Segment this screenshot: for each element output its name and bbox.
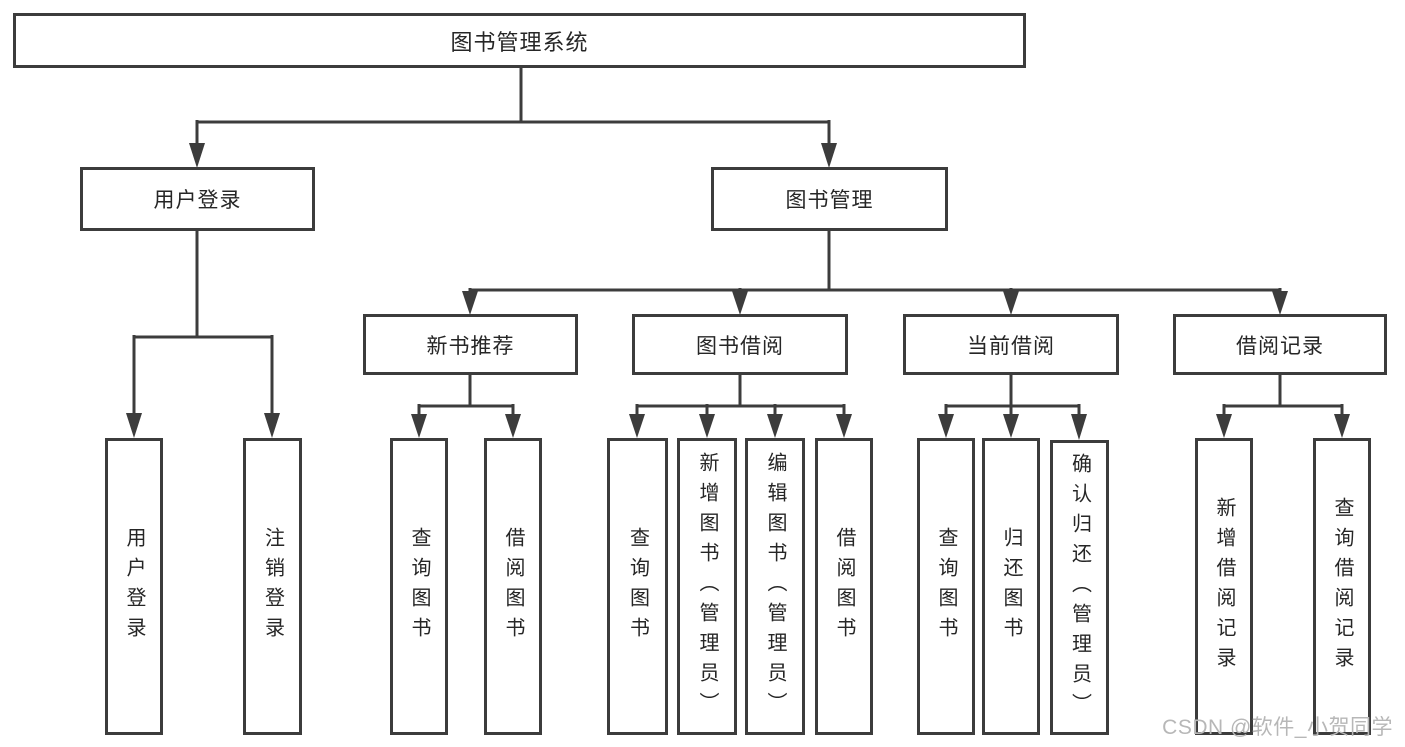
- node-new-book-recommend-label: 新书推荐: [426, 334, 515, 358]
- leaf-return-books-label: 归还图书: [1000, 526, 1022, 647]
- node-new-book-recommend: 新书推荐: [363, 314, 578, 375]
- node-book-management-label: 图书管理: [785, 189, 874, 212]
- node-user-login: 用户登录: [80, 167, 315, 231]
- node-borrowing-records-label: 借阅记录: [1236, 334, 1324, 358]
- node-book-management: 图书管理: [711, 167, 948, 231]
- node-root-label: 图书管理系统: [450, 29, 589, 55]
- leaf-add-books-admin: 新增图书（管理员）: [677, 438, 737, 735]
- leaf-borrow-books-1-label: 借阅图书: [502, 526, 524, 647]
- leaf-query-books-3: 查询图书: [917, 438, 975, 735]
- leaf-edit-books-admin-label: 编辑图书（管理员）: [764, 451, 786, 722]
- arrowhead-icons: [126, 143, 1350, 440]
- leaf-borrow-books-2: 借阅图书: [815, 438, 873, 735]
- leaf-return-books: 归还图书: [982, 438, 1040, 735]
- node-book-borrowing-label: 图书借阅: [696, 334, 784, 358]
- leaf-query-borrow-record: 查询借阅记录: [1313, 438, 1371, 735]
- leaf-user-login: 用户登录: [105, 438, 163, 735]
- leaf-query-books-3-label: 查询图书: [935, 526, 957, 647]
- leaf-query-books-1: 查询图书: [390, 438, 448, 735]
- leaf-add-borrow-record-label: 新增借阅记录: [1213, 496, 1235, 677]
- leaf-add-books-admin-label: 新增图书（管理员）: [696, 451, 718, 722]
- leaf-confirm-return-admin-label: 确认归还（管理员）: [1068, 452, 1091, 723]
- leaf-confirm-return-admin: 确认归还（管理员）: [1050, 440, 1109, 735]
- leaf-user-login-label: 用户登录: [123, 526, 145, 647]
- node-user-login-label: 用户登录: [153, 189, 242, 212]
- leaf-logout-label: 注销登录: [261, 526, 284, 647]
- leaf-query-books-1-label: 查询图书: [408, 526, 430, 647]
- node-borrowing-records: 借阅记录: [1173, 314, 1387, 375]
- leaf-logout: 注销登录: [243, 438, 302, 735]
- leaf-edit-books-admin: 编辑图书（管理员）: [745, 438, 805, 735]
- leaf-query-borrow-record-label: 查询借阅记录: [1331, 496, 1353, 677]
- leaf-borrow-books-1: 借阅图书: [484, 438, 542, 735]
- leaf-query-books-2-label: 查询图书: [626, 526, 649, 647]
- node-root: 图书管理系统: [13, 13, 1026, 68]
- node-current-borrowing: 当前借阅: [903, 314, 1119, 375]
- leaf-query-books-2: 查询图书: [607, 438, 668, 735]
- csdn-watermark: CSDN @软件_小贺同学: [1162, 716, 1393, 739]
- node-book-borrowing: 图书借阅: [632, 314, 848, 375]
- node-current-borrowing-label: 当前借阅: [967, 334, 1055, 358]
- leaf-borrow-books-2-label: 借阅图书: [833, 526, 855, 647]
- leaf-add-borrow-record: 新增借阅记录: [1195, 438, 1253, 735]
